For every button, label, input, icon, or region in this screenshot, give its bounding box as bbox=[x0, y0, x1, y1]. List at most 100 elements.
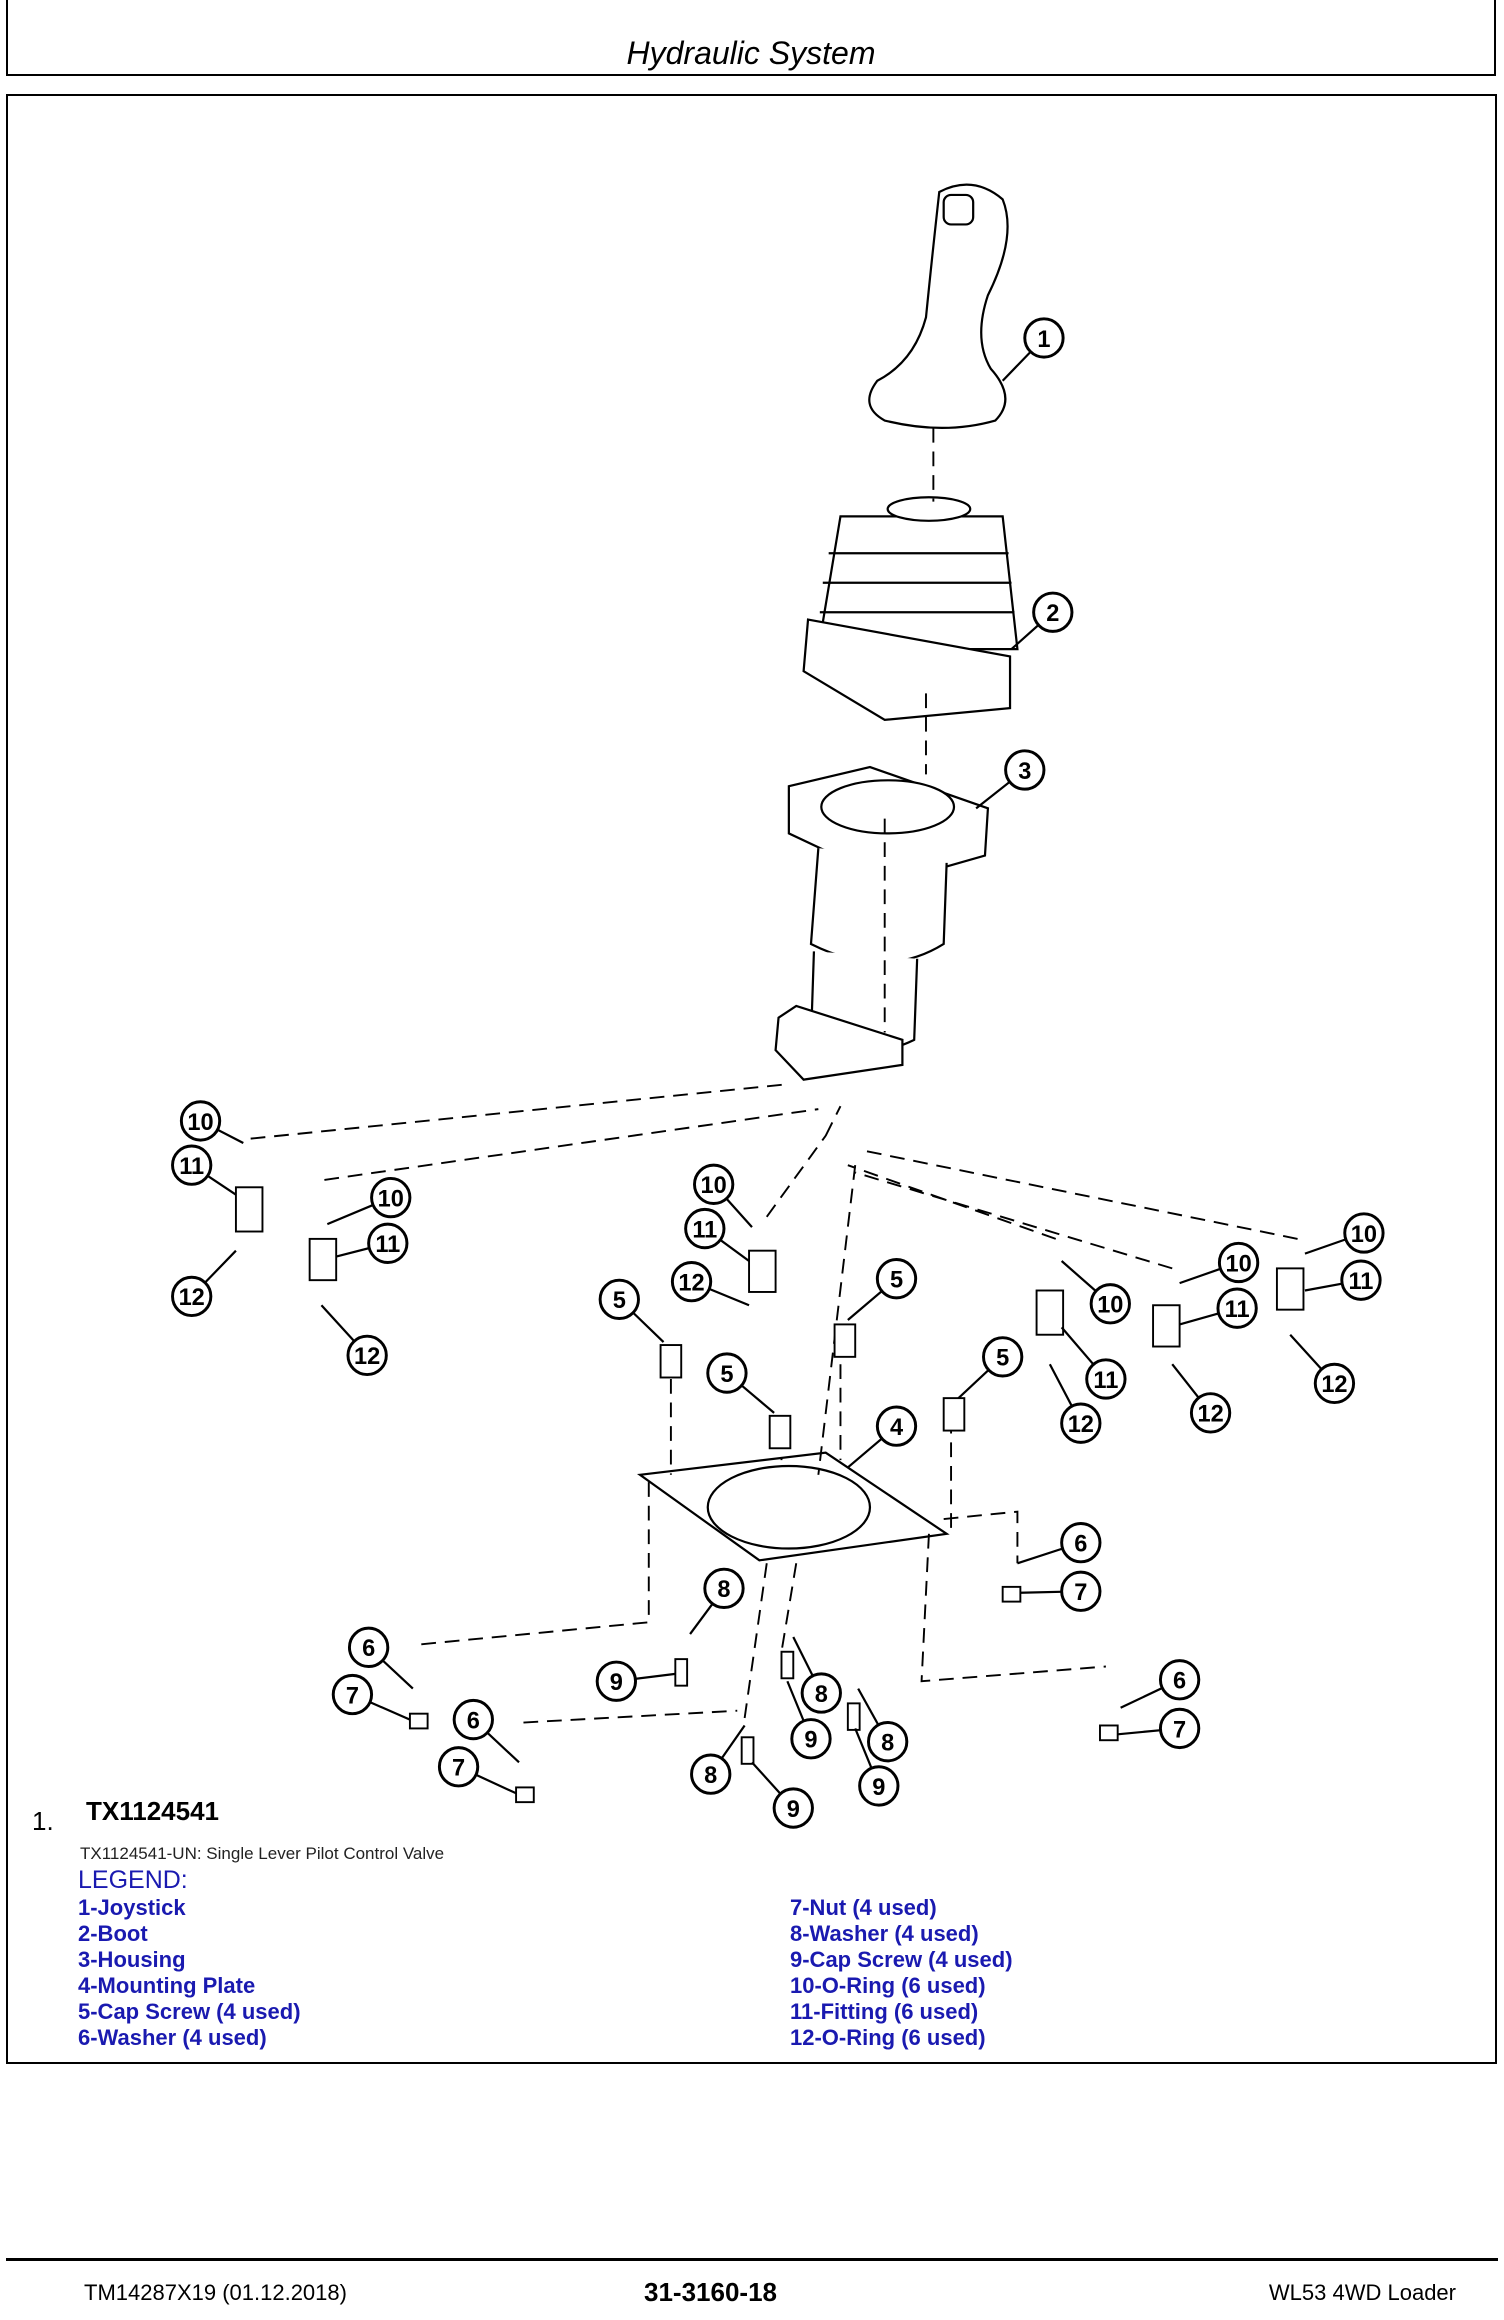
callout: 11 bbox=[1060, 1326, 1127, 1400]
callout-number: 8 bbox=[881, 1730, 894, 1756]
callout-number: 5 bbox=[613, 1287, 626, 1313]
callout-number: 1 bbox=[1037, 326, 1050, 352]
joystick-part bbox=[868, 183, 1009, 429]
callout: 10 bbox=[1060, 1260, 1131, 1325]
callout: 10 bbox=[1179, 1241, 1260, 1285]
section-title: Hydraulic System bbox=[626, 35, 876, 71]
footer-model: WL53 4WD Loader bbox=[1268, 2280, 1456, 2305]
callout-circle bbox=[171, 1275, 213, 1318]
callout-number: 11 bbox=[375, 1231, 400, 1257]
callout: 12 bbox=[1289, 1333, 1356, 1405]
legend-item: 6-Washer (4 used) bbox=[78, 2025, 267, 2050]
callout-circle bbox=[1158, 1659, 1201, 1701]
callout-number: 8 bbox=[815, 1681, 828, 1707]
callout: 9 bbox=[854, 1728, 900, 1807]
callout-circle bbox=[867, 1721, 909, 1763]
callout-circle bbox=[1023, 317, 1065, 359]
callout-circle bbox=[684, 1207, 726, 1250]
callout-number: 6 bbox=[1074, 1530, 1087, 1556]
callout-circle bbox=[598, 1278, 640, 1320]
callout-circle bbox=[171, 1144, 213, 1186]
callout: 7 bbox=[1117, 1707, 1201, 1750]
callout-number: 12 bbox=[678, 1269, 704, 1295]
callout-circle bbox=[800, 1672, 842, 1714]
callout-number: 12 bbox=[179, 1284, 205, 1310]
callout-circle bbox=[1060, 1570, 1102, 1612]
callout: 2 bbox=[1010, 591, 1074, 650]
callout: 5 bbox=[847, 1258, 918, 1321]
callout-number: 11 bbox=[692, 1216, 717, 1242]
callout: 6 bbox=[452, 1698, 520, 1764]
callout-number: 12 bbox=[1197, 1401, 1223, 1427]
callout-number: 10 bbox=[1097, 1292, 1123, 1318]
callout-number: 7 bbox=[452, 1755, 465, 1781]
legend-item: 11-Fitting (6 used) bbox=[790, 1999, 979, 2024]
callout: 6 bbox=[1120, 1659, 1201, 1709]
callout-circle bbox=[693, 1163, 735, 1205]
callout-circle bbox=[858, 1765, 900, 1807]
callout: 10 bbox=[326, 1176, 412, 1226]
callout-circle bbox=[1004, 749, 1046, 791]
callout-number: 6 bbox=[1173, 1668, 1186, 1694]
callout: 8 bbox=[689, 1567, 745, 1635]
callout-number: 6 bbox=[362, 1635, 375, 1661]
callout-circle bbox=[347, 1626, 390, 1668]
callout: 7 bbox=[331, 1673, 411, 1721]
legend-item: 2-Boot bbox=[78, 1921, 148, 1946]
callout-circle bbox=[346, 1334, 388, 1377]
callout: 7 bbox=[1020, 1570, 1102, 1612]
legend-item: 7-Nut (4 used) bbox=[790, 1895, 937, 1920]
callout: 5 bbox=[598, 1278, 665, 1343]
callout-circle bbox=[875, 1258, 918, 1300]
callout-circle bbox=[790, 1718, 832, 1760]
callout: 6 bbox=[1017, 1521, 1102, 1565]
callout-number: 8 bbox=[717, 1576, 730, 1602]
legend-left-column: 1-Joystick 2-Boot 3-Housing 4-Mounting P… bbox=[78, 1895, 301, 2051]
callout-number: 12 bbox=[354, 1343, 380, 1369]
legend-item: 5-Cap Screw (4 used) bbox=[78, 1999, 301, 2024]
callout-circle bbox=[703, 1567, 745, 1609]
callout-number: 5 bbox=[720, 1361, 733, 1387]
callout-number: 3 bbox=[1018, 758, 1031, 784]
figure-frame bbox=[6, 94, 1497, 2064]
callout-circle bbox=[370, 1176, 412, 1219]
callout: 12 bbox=[320, 1304, 388, 1377]
callout-circle bbox=[1313, 1362, 1356, 1405]
legend-item: 1-Joystick bbox=[78, 1895, 186, 1920]
callout-number: 10 bbox=[1351, 1221, 1377, 1247]
callout: 7 bbox=[437, 1746, 517, 1795]
callout: 8 bbox=[857, 1688, 909, 1763]
callout: 12 bbox=[171, 1249, 237, 1318]
callout-number: 5 bbox=[996, 1345, 1009, 1371]
figure-caption: TX1124541-UN: Single Lever Pilot Control… bbox=[80, 1844, 445, 1863]
callout: 1 bbox=[1001, 317, 1065, 382]
callout-circle bbox=[1343, 1212, 1385, 1254]
callout: 11 bbox=[684, 1207, 750, 1262]
callout-circle bbox=[1340, 1259, 1382, 1301]
callout-number: 9 bbox=[787, 1796, 800, 1822]
legend-item: 10-O-Ring (6 used) bbox=[790, 1973, 986, 1998]
legend-title: LEGEND: bbox=[78, 1866, 188, 1894]
figure-number: 1. bbox=[32, 1806, 54, 1836]
callout: 11 bbox=[335, 1222, 409, 1264]
page-header: Hydraulic System bbox=[6, 0, 1496, 76]
callout: 9 bbox=[786, 1680, 832, 1760]
callout-number: 10 bbox=[187, 1109, 213, 1135]
callout-circle bbox=[875, 1405, 918, 1447]
callout-circle bbox=[595, 1660, 637, 1702]
callout-circle bbox=[1060, 1402, 1102, 1444]
callout-circle bbox=[179, 1100, 222, 1142]
legend-item: 8-Washer (4 used) bbox=[790, 1921, 979, 1946]
callout-number: 9 bbox=[872, 1774, 885, 1800]
callout-number: 12 bbox=[1068, 1411, 1094, 1437]
legend-item: 12-O-Ring (6 used) bbox=[790, 2025, 986, 2050]
callout-number: 9 bbox=[610, 1669, 623, 1695]
callout: 11 bbox=[1179, 1287, 1258, 1329]
callout-circle bbox=[1085, 1358, 1127, 1400]
callout-circle bbox=[1189, 1392, 1232, 1434]
callout-circle bbox=[1089, 1283, 1131, 1325]
callout-number: 11 bbox=[1093, 1367, 1118, 1393]
callout-number: 9 bbox=[804, 1727, 817, 1753]
callout-number: 11 bbox=[1225, 1296, 1250, 1322]
legend-item: 9-Cap Screw (4 used) bbox=[790, 1947, 1013, 1972]
